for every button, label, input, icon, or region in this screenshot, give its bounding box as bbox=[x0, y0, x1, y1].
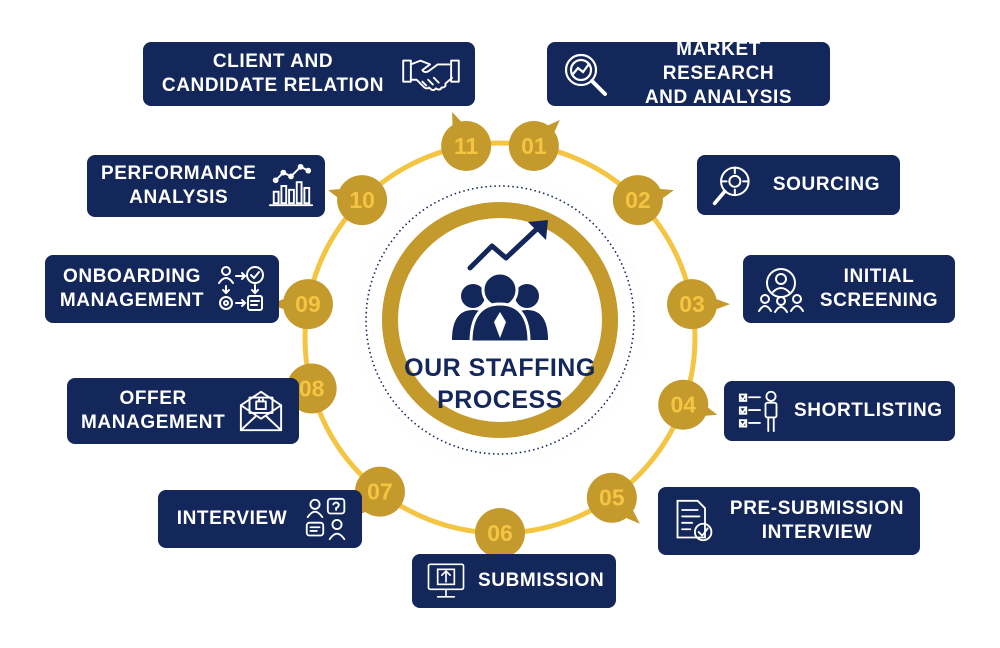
step-number-02: 02 bbox=[625, 187, 651, 213]
magnifier-chart-icon bbox=[561, 50, 609, 98]
step-card-pre-submission-interview: PRE-SUBMISSION INTERVIEW bbox=[658, 487, 920, 555]
step-marker-10: 10 bbox=[328, 175, 388, 226]
step-number-06: 06 bbox=[487, 520, 513, 546]
center-title-line2: PROCESS bbox=[437, 386, 563, 414]
interview-people-icon bbox=[304, 497, 348, 541]
marker-circle bbox=[475, 508, 525, 558]
step-label-02: SOURCING bbox=[772, 174, 881, 195]
step-label-03: INITIAL SCREENING bbox=[819, 266, 939, 311]
center-title: OUR STAFFING PROCESS bbox=[380, 352, 620, 416]
step-card-initial-screening: INITIAL SCREENING bbox=[743, 255, 955, 323]
step-markers: 01 02 03 04 05 06 07 08 09 10 11 bbox=[269, 111, 731, 571]
marker-circle bbox=[586, 472, 637, 523]
step-number-09: 09 bbox=[295, 291, 321, 317]
step-card-onboarding-management: ONBOARDING MANAGEMENT bbox=[45, 255, 279, 323]
step-label-10: PERFORMANCE ANALYSIS bbox=[101, 163, 257, 208]
step-marker-03: 03 bbox=[667, 279, 731, 330]
onboarding-flow-icon bbox=[217, 265, 265, 313]
step-marker-11: 11 bbox=[441, 111, 492, 171]
step-card-market-research: MARKET RESEARCH AND ANALYSIS bbox=[547, 39, 830, 108]
step-label-01: MARKET RESEARCH AND ANALYSIS bbox=[644, 39, 793, 108]
step-marker-06: 06 bbox=[475, 508, 525, 571]
step-marker-02: 02 bbox=[612, 175, 674, 226]
step-number-10: 10 bbox=[349, 187, 375, 213]
step-marker-01: 01 bbox=[508, 119, 560, 171]
step-card-sourcing: SOURCING bbox=[697, 155, 900, 215]
step-marker-09: 09 bbox=[269, 279, 333, 330]
bar-chart-icon bbox=[268, 163, 314, 209]
step-number-08: 08 bbox=[299, 375, 325, 401]
target-search-icon bbox=[711, 163, 755, 207]
marker-circle bbox=[508, 120, 559, 171]
marker-circle bbox=[337, 175, 388, 226]
step-number-04: 04 bbox=[670, 392, 696, 418]
step-number-11: 11 bbox=[454, 133, 479, 159]
step-card-performance-analysis: PERFORMANCE ANALYSIS bbox=[87, 155, 325, 217]
team-growth-icon bbox=[452, 220, 548, 344]
marker-circle bbox=[282, 279, 333, 330]
envelope-offer-icon bbox=[237, 388, 285, 434]
step-number-07: 07 bbox=[367, 479, 393, 505]
center-title-line1: OUR STAFFING bbox=[404, 354, 596, 382]
step-label-06: SUBMISSION bbox=[478, 570, 605, 591]
step-label-07: INTERVIEW bbox=[176, 508, 288, 529]
step-label-05: PRE-SUBMISSION INTERVIEW bbox=[729, 498, 905, 543]
marker-circle bbox=[354, 466, 405, 517]
step-marker-04: 04 bbox=[658, 379, 718, 430]
step-label-04: SHORTLISTING bbox=[794, 400, 943, 421]
marker-circle bbox=[441, 120, 492, 171]
step-label-08: OFFER MANAGEMENT bbox=[81, 388, 226, 433]
step-card-offer-management: OFFER MANAGEMENT bbox=[67, 378, 299, 444]
document-check-icon bbox=[672, 498, 716, 544]
monitor-upload-icon bbox=[426, 561, 466, 601]
step-card-shortlisting: SHORTLISTING bbox=[724, 381, 955, 441]
marker-circle bbox=[667, 279, 718, 330]
step-number-03: 03 bbox=[679, 291, 705, 317]
handshake-icon bbox=[401, 51, 461, 97]
step-card-client-candidate-relation: CLIENT AND CANDIDATE RELATION bbox=[143, 42, 475, 106]
step-label-11: CLIENT AND CANDIDATE RELATION bbox=[161, 51, 385, 96]
step-marker-05: 05 bbox=[586, 472, 640, 524]
step-card-interview: INTERVIEW bbox=[158, 490, 362, 548]
step-number-01: 01 bbox=[521, 133, 547, 159]
marker-circle bbox=[658, 379, 709, 430]
step-label-09: ONBOARDING MANAGEMENT bbox=[59, 266, 205, 311]
marker-circle bbox=[286, 363, 337, 414]
dotted-circle bbox=[365, 185, 635, 455]
checklist-person-icon bbox=[738, 389, 782, 433]
step-number-05: 05 bbox=[599, 485, 625, 511]
person-screening-icon bbox=[757, 265, 805, 313]
step-card-submission: SUBMISSION bbox=[412, 554, 616, 608]
marker-circle bbox=[612, 175, 663, 226]
